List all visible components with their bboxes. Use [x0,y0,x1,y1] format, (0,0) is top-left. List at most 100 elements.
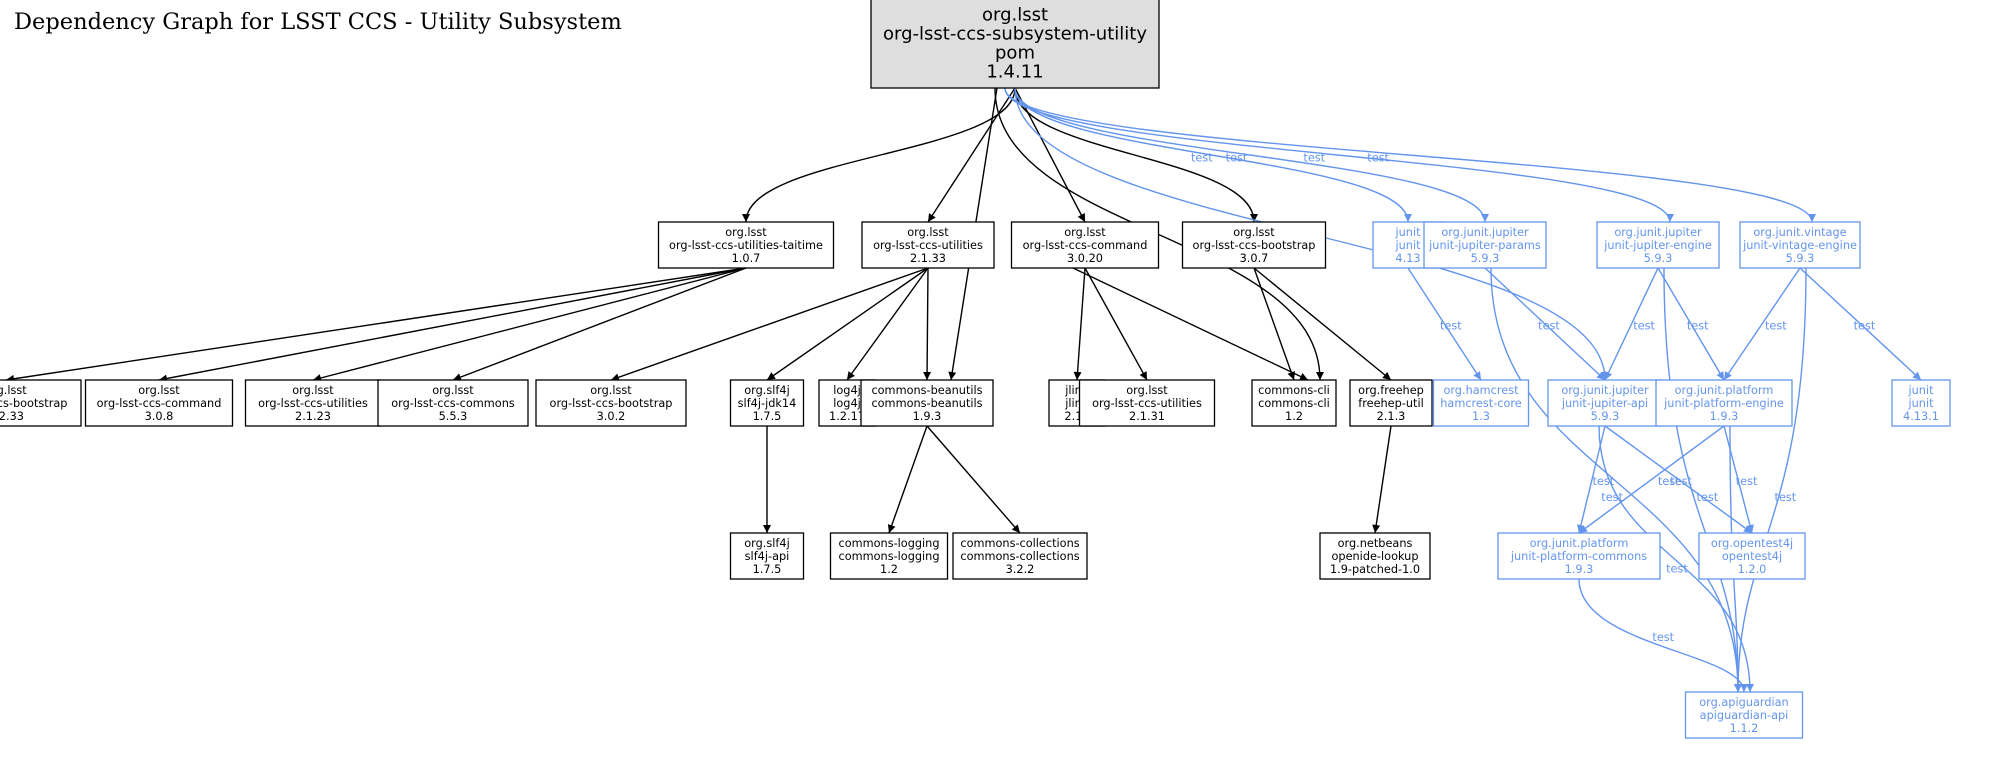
edge-line [1014,87,1086,223]
edge-command3020-to-utilities2131 [1084,267,1148,381]
edge-line [1598,425,1754,693]
node-box [377,379,529,427]
edge-line [1604,267,1659,381]
edge-root-to-bootstrap307 [1014,87,1258,223]
node-line: org.junit.jupiter [1561,384,1649,397]
edge-line [5,267,747,383]
node-box [1891,379,1951,427]
edge-label: test [1775,491,1797,504]
node-line: org.lsst [907,226,949,239]
edge-label: test [1666,562,1688,575]
edge-command3020-to-commonscli [1072,267,1309,381]
node-root: org.lsstorg-lsst-ccs-subsystem-utilitypo… [870,0,1160,89]
page-title: Dependency Graph for LSST CCS - Utility … [14,9,622,35]
edge-jengine-to-pengine: test [1657,267,1725,381]
edge-line [1253,267,1392,381]
node-line: junit-jupiter-params [1428,239,1541,252]
node-line: org-lsst-ccs-bootstrap [1193,239,1316,252]
node-box [1547,379,1663,427]
edge-taitime-to-command308 [158,267,747,383]
node-box [1078,379,1216,427]
edge-line [1663,267,1742,693]
node-line: junit-platform-engine [1663,397,1784,410]
node-box [84,379,234,427]
edge-label: test [1736,475,1758,488]
edge-line [1604,425,1753,534]
edge-root-to-vintage: test [1004,87,1816,223]
node-box [1181,221,1327,269]
node-line: 5.9.3 [1591,410,1620,423]
node-line: org-lsst-ccs-subsystem-utility [883,24,1147,45]
edge-japi-to-apiguardian: test [1598,425,1754,693]
node-jparams: org.junit.jupiterjunit-jupiter-params5.9… [1423,221,1547,269]
edge-label: test [1687,320,1709,333]
edge-line [1484,267,1606,381]
node-line: org.freehep [1358,384,1424,397]
node-line: org-lsst-ccs-bootstrap [550,397,673,410]
node-line: 3.0.2 [597,410,626,423]
node-line: org.junit.platform [1530,537,1629,550]
edge-taitime-to-utilities2123 [312,267,747,382]
node-line: 5.9.3 [1471,252,1500,265]
edge-line [1073,267,1086,381]
node-line: 2.2.33 [0,410,24,423]
edge-line [927,87,1016,223]
node-line: org.junit.vintage [1753,226,1846,239]
node-pengine: org.junit.platformjunit-platform-engine1… [1655,379,1793,427]
node-line: 1.2.0 [1738,563,1767,576]
node-line: 3.2.2 [1006,563,1035,576]
node-box [1319,532,1431,580]
node-line: commons-collections [960,537,1079,550]
edge-pcommons-to-apiguardian: test [1578,578,1748,693]
node-line: junit-vintage-engine [1742,239,1857,252]
node-line: 1.3 [1472,410,1490,423]
node-line: org-lsst-ccs-utilities [258,397,368,410]
node-line: slf4j-jdk14 [738,397,797,410]
node-line: junit [1907,384,1934,397]
node-box [1739,221,1861,269]
edge-pengine-to-opentest4j: test [1723,425,1758,534]
node-line: 5.9.3 [1644,252,1673,265]
node-line: org.lsst [725,226,767,239]
node-vintage: org.junit.vintagejunit-vintage-engine5.9… [1739,221,1861,269]
node-line: commons-beanutils [871,397,982,410]
node-line: org-lsst-ccs-command [1023,239,1148,252]
node-line: org.lsst [590,384,632,397]
edge-jengine-to-japi: test [1604,267,1659,381]
edge-line [452,267,747,381]
edge-line [766,267,929,381]
edge-vintage-to-apiguardian: test [1734,267,1807,693]
edge-utilities2133-to-bootstrap302 [610,267,929,382]
edge-label: test [1601,491,1623,504]
node-line: org.lsst [1064,226,1106,239]
edge-label: test [1670,475,1692,488]
node-line: commons-collections [960,550,1079,563]
edge-line [1578,425,1725,534]
node-line: 5.5.3 [439,410,468,423]
node-line: org.lsst [1233,226,1275,239]
node-box [1251,379,1337,427]
node-line: org.opentest4j [1711,537,1793,550]
edge-line [923,267,932,381]
node-line: openide-lookup [1331,550,1418,563]
edge-freehep-to-openide [1372,425,1392,534]
node-pcommons: org.junit.platformjunit-platform-commons… [1497,532,1661,580]
edge-line [1723,425,1754,534]
edge-vintage-to-pengine: test [1723,267,1801,381]
edge-utilities2133-to-slf4jjdk [766,267,929,381]
node-line: 4.13 [1395,252,1420,265]
edge-line [742,87,1016,223]
edge-jparams-to-japi: test [1484,267,1606,381]
node-line: org-lsst-ccs-command [97,397,222,410]
node-line: 3.0.8 [145,410,174,423]
node-line: junit [1907,397,1934,410]
